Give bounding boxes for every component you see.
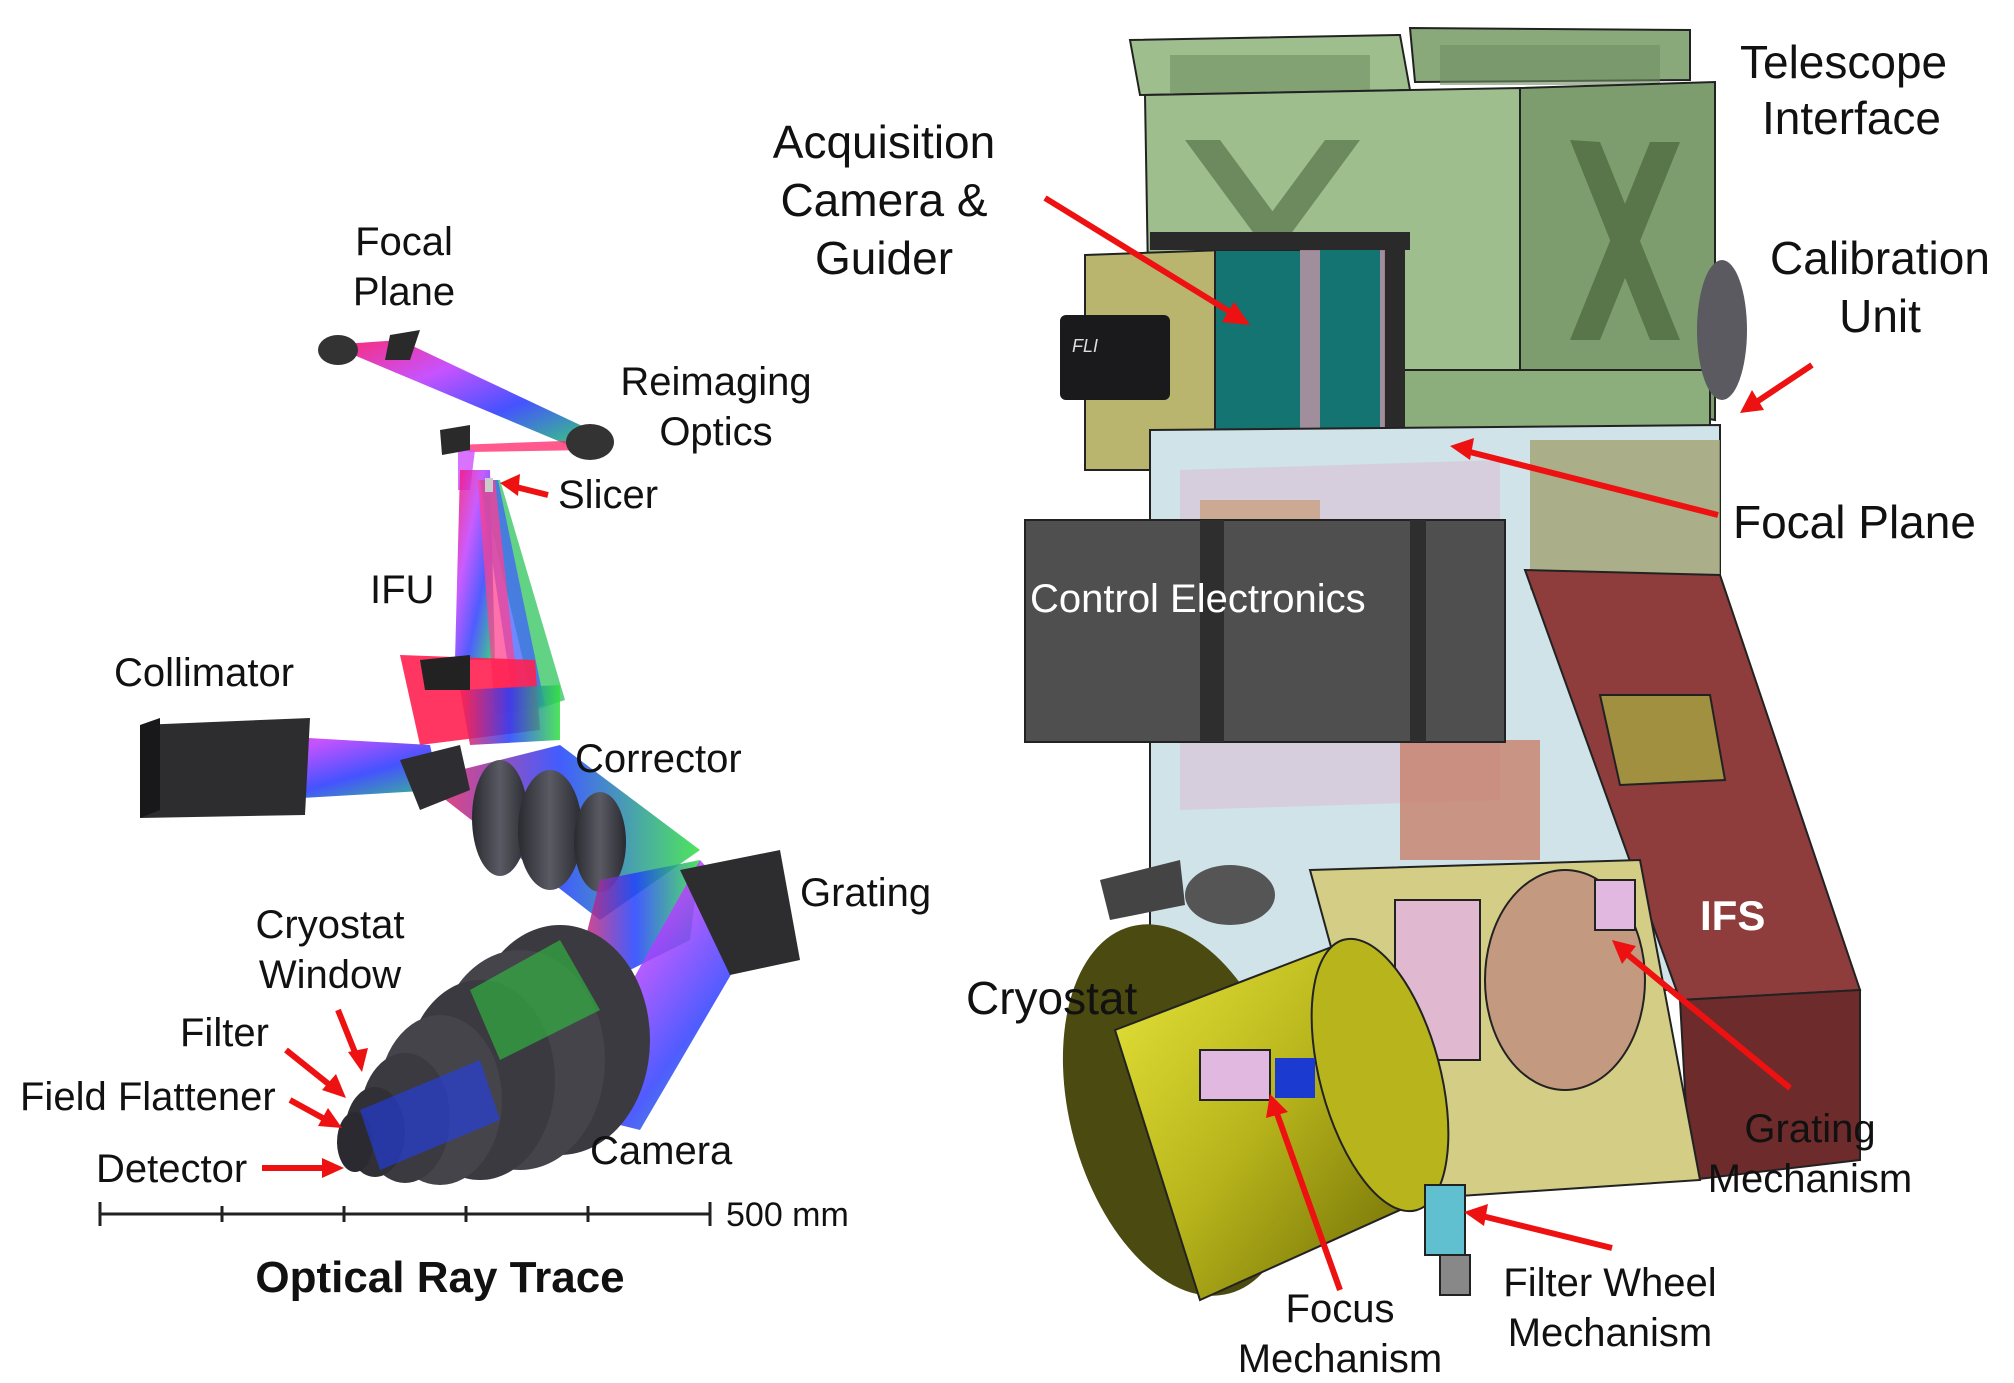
collimator-beam (140, 655, 560, 818)
label-grating: Grating (800, 871, 931, 915)
label-focus-mechanism-2: Mechanism (1238, 1337, 1443, 1381)
label-filter: Filter (180, 1011, 269, 1055)
label-control-electronics: Control Electronics (1030, 577, 1366, 621)
cad-model: FLI Control Electronics IFS (773, 26, 1990, 1381)
label-reimaging-optics-1: Reimaging (620, 360, 811, 404)
optical-ray-trace: Focal Plane Reimaging Optics Slicer IFU … (20, 220, 931, 1302)
focal-plane-element (385, 330, 420, 360)
label-filter-wheel-mechanism-2: Mechanism (1508, 1311, 1713, 1355)
label-camera: Camera (590, 1129, 733, 1173)
label-telescope-interface-2: Interface (1762, 92, 1941, 144)
label-grating-mechanism-1: Grating (1744, 1107, 1875, 1151)
label-slicer: Slicer (558, 473, 658, 517)
label-acquisition-camera-1: Acquisition (773, 116, 995, 168)
reimaging-mirror (566, 424, 614, 460)
reimaging-beam (318, 330, 614, 490)
label-grating-mechanism-2: Mechanism (1708, 1157, 1913, 1201)
label-calibration-unit-1: Calibration (1770, 232, 1990, 284)
label-field-flattener: Field Flattener (20, 1075, 276, 1119)
filter-wheel-mechanism-body (1424, 1184, 1466, 1256)
label-cryostat: Cryostat (966, 972, 1137, 1024)
label-calibration-unit-2: Unit (1839, 290, 1921, 342)
camera-lens-stack (337, 925, 650, 1185)
label-focus-mechanism-1: Focus (1286, 1287, 1395, 1331)
cad-arrows (1043, 195, 1814, 1292)
label-ifu: IFU (370, 568, 434, 612)
caption-optical-ray-trace: Optical Ray Trace (255, 1253, 624, 1302)
ray-trace-arrows (262, 474, 549, 1178)
reimaging-fold-mirror (440, 425, 470, 455)
grating-block (680, 850, 800, 975)
label-telescope-interface-1: Telescope (1740, 36, 1947, 88)
scale-bar: 500 mm (98, 1196, 849, 1234)
grating-mechanism-body (1594, 879, 1636, 931)
calibration-unit-body (1697, 260, 1747, 400)
label-cryostat-window-2: Window (259, 953, 401, 997)
label-collimator: Collimator (114, 651, 294, 695)
label-focal-plane-1: Focal (355, 220, 453, 264)
label-acquisition-camera-2: Camera & (780, 174, 987, 226)
label-filter-wheel-mechanism-1: Filter Wheel (1503, 1261, 1716, 1305)
label-acquisition-camera-3: Guider (815, 232, 953, 284)
cryostat (1062, 924, 1450, 1302)
camera-badge: FLI (1072, 336, 1098, 356)
label-detector: Detector (96, 1147, 247, 1191)
control-electronics: Control Electronics (1024, 519, 1506, 743)
label-cryostat-window-1: Cryostat (256, 903, 405, 947)
ifu-beam (455, 470, 565, 715)
collimator-block (140, 718, 310, 818)
label-corrector: Corrector (575, 737, 742, 781)
scale-label: 500 mm (726, 1196, 849, 1234)
label-focal-plane-2: Plane (353, 270, 455, 314)
label-focal-plane-cad: Focal Plane (1733, 496, 1976, 548)
label-reimaging-optics-2: Optics (659, 410, 772, 454)
label-ifs: IFS (1700, 892, 1765, 939)
focal-mirror-left (318, 335, 358, 365)
